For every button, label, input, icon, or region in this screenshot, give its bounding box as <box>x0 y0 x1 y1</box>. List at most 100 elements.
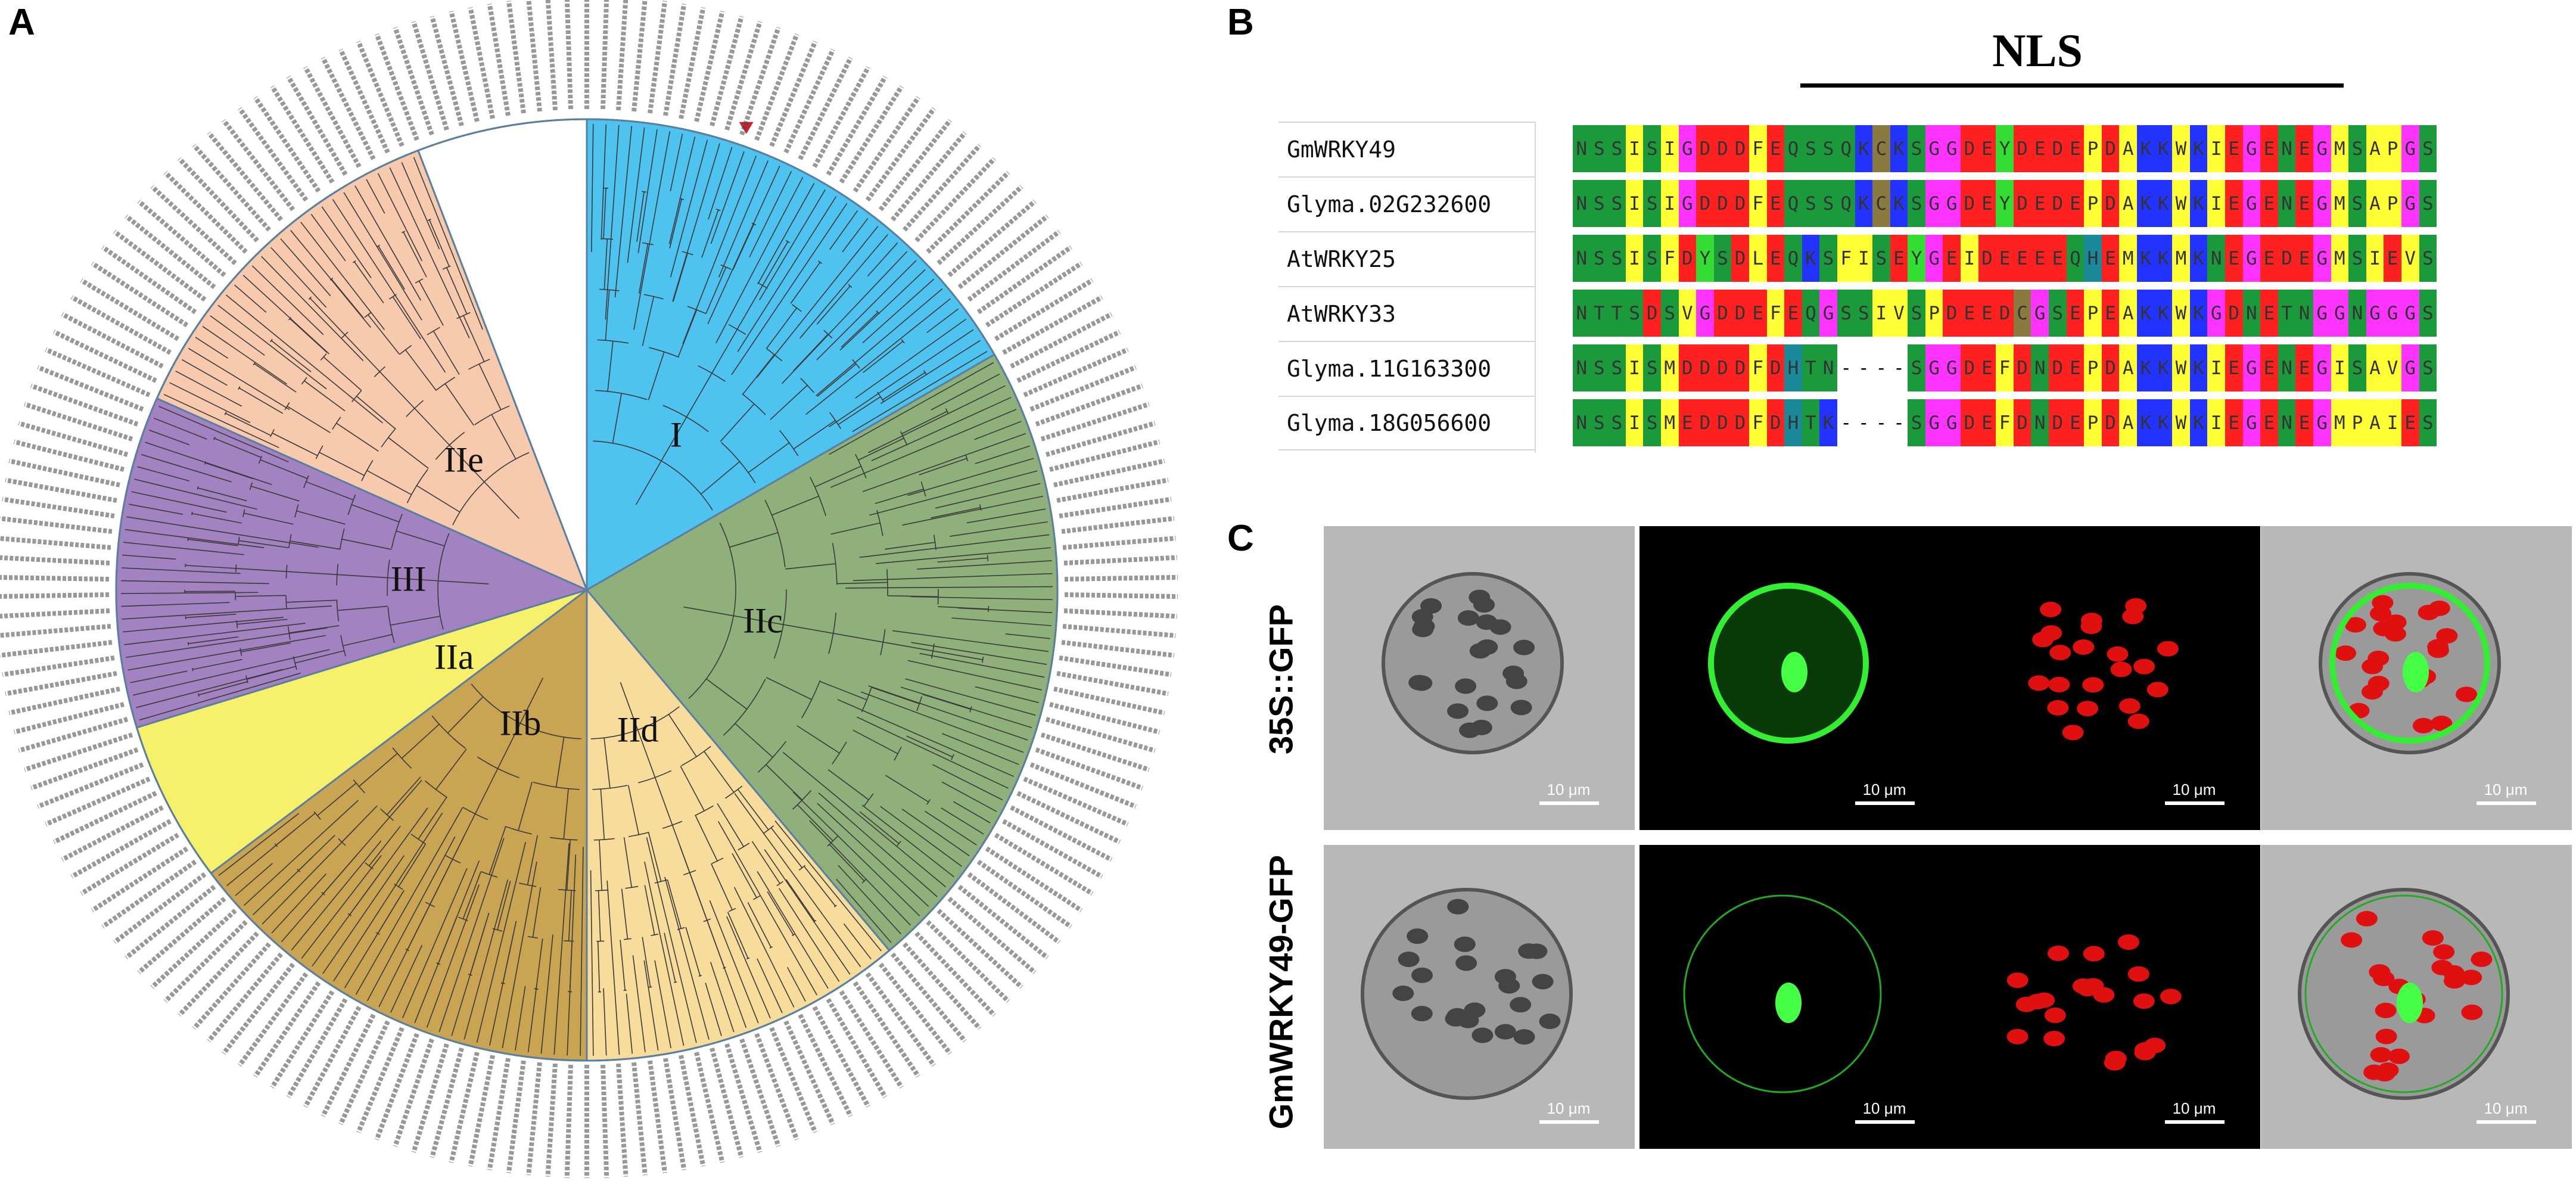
alignment-residue: E <box>2295 235 2313 282</box>
alignment-residue: Q <box>1784 125 1802 172</box>
tree-leaf-label <box>1062 624 1176 638</box>
alignment-residue: D <box>1766 344 1785 391</box>
alignment-residue: S <box>2049 290 2067 337</box>
alignment-residue: A <box>2119 399 2137 446</box>
alignment-residue: M <box>2331 235 2349 282</box>
alignment-residue: F <box>1749 399 1767 446</box>
nls-motif-bar <box>1800 83 2344 88</box>
alignment-residue: P <box>2348 399 2366 446</box>
alignment-name: Glyma.11G163300 <box>1278 341 1535 396</box>
alignment-residue: I <box>2366 235 2384 282</box>
alignment-residue: E <box>2260 290 2278 337</box>
row-label-35s-gfp: 35S::GFP <box>1262 604 1300 755</box>
alignment-residue: S <box>1590 125 1609 172</box>
tree-leaf-label <box>1061 639 1174 658</box>
alignment-residue: A <box>2119 290 2137 337</box>
alignment-residue: M <box>2331 180 2349 227</box>
alignment-residue: D <box>2101 399 2120 446</box>
scale-bar-label: 10 μm <box>2172 781 2216 798</box>
alignment-residue: S <box>1608 235 1626 282</box>
scale-bar <box>1539 801 1599 805</box>
alignment-residue: - <box>1855 399 1873 446</box>
alignment-residue: K <box>1890 125 1908 172</box>
alignment-residue: W <box>2172 344 2190 391</box>
alignment-residue: Q <box>1784 180 1802 227</box>
alignment-residue: S <box>1643 180 1661 227</box>
alignment-residue: M <box>2331 399 2349 446</box>
alignment-residue: N <box>1573 344 1591 391</box>
micrograph-merge: 10 μm <box>2261 526 2572 830</box>
alignment-residue: T <box>1802 344 1820 391</box>
alignment-residue: G <box>1678 180 1697 227</box>
alignment-residue: A <box>2119 180 2137 227</box>
tree-leaf-label <box>1045 420 1156 457</box>
alignment-residue: S <box>1713 235 1732 282</box>
alignment-residue: W <box>2172 290 2190 337</box>
alignment-residue: G <box>2207 290 2225 337</box>
alignment-residue: E <box>2066 399 2085 446</box>
alignment-residue: F <box>1749 180 1767 227</box>
alignment-residue: M <box>2119 235 2137 282</box>
tree-leaf-label <box>18 717 129 754</box>
scale-bar-label: 10 μm <box>2484 1099 2528 1117</box>
tree-leaf-label <box>1035 383 1144 427</box>
alignment-residue: I <box>2207 125 2225 172</box>
alignment-residue: K <box>2137 344 2155 391</box>
alignment-residue: S <box>1908 125 1925 172</box>
tree-leaf-label <box>565 1064 574 1178</box>
alignment-residue: H <box>1784 399 1802 446</box>
alignment-residue: K <box>1819 399 1837 446</box>
alignment-residue: D <box>1696 344 1714 391</box>
alignment-residue: G <box>1943 180 1961 227</box>
alignment-residue: G <box>1925 344 1943 391</box>
clade-branches <box>590 682 882 1056</box>
alignment-residue: K <box>2137 125 2155 172</box>
alignment-residue: S <box>1908 399 1925 446</box>
micrograph-bright: 10 μm <box>1324 526 1635 830</box>
tree-leaf-label <box>2 496 115 519</box>
alignment-residue: - <box>1872 399 1890 446</box>
tree-leaf-label <box>0 516 113 534</box>
alignment-residue: G <box>2401 290 2419 337</box>
alignment-residue: G <box>1943 125 1961 172</box>
alignment-residue: K <box>2154 125 2173 172</box>
scale-bar-label: 10 μm <box>1547 781 1591 798</box>
alignment-residue: G <box>2313 290 2331 337</box>
alignment-residue: D <box>2049 399 2067 446</box>
alignment-residue: E <box>1678 399 1697 446</box>
alignment-residue: G <box>2031 290 2049 337</box>
alignment-residue: E <box>2401 399 2419 446</box>
tree-leaf-label <box>1061 516 1174 534</box>
alignment-residue: S <box>1643 125 1661 172</box>
alignment-residue: I <box>1961 235 1978 282</box>
alignment-residue: P <box>2084 125 2102 172</box>
tree-leaf-label <box>1063 555 1177 566</box>
alignment-residue: - <box>1872 344 1890 391</box>
alignment-residue: S <box>1837 290 1855 337</box>
alignment-residue: - <box>1855 344 1873 391</box>
tree-leaf-label <box>647 1060 667 1173</box>
tree-leaf-label <box>430 1048 465 1158</box>
alignment-residue: T <box>1802 399 1820 446</box>
alignment-residue: I <box>1625 180 1644 227</box>
alignment-residue: G <box>2313 125 2331 172</box>
alignment-residue: K <box>2189 290 2208 337</box>
alignment-residue: S <box>1819 125 1837 172</box>
alignment-residue: E <box>1766 180 1785 227</box>
alignment-residue: S <box>1608 125 1626 172</box>
alignment-residue: E <box>2066 180 2085 227</box>
scale-bar <box>1855 801 1915 805</box>
alignment-residue: E <box>1784 290 1802 337</box>
tree-leaf-label <box>1064 592 1178 599</box>
alignment-residue: E <box>1978 180 1996 227</box>
scale-bar-label: 10 μm <box>1547 1099 1591 1117</box>
micrograph-gfp: 10 μm <box>1639 845 1950 1149</box>
alignment-residue: S <box>1643 235 1661 282</box>
tree-leaf-label <box>506 1 527 114</box>
tree-leaf-label <box>1045 717 1156 754</box>
alignment-residue: A <box>2366 344 2384 391</box>
scale-bar-label: 10 μm <box>2172 1099 2216 1117</box>
